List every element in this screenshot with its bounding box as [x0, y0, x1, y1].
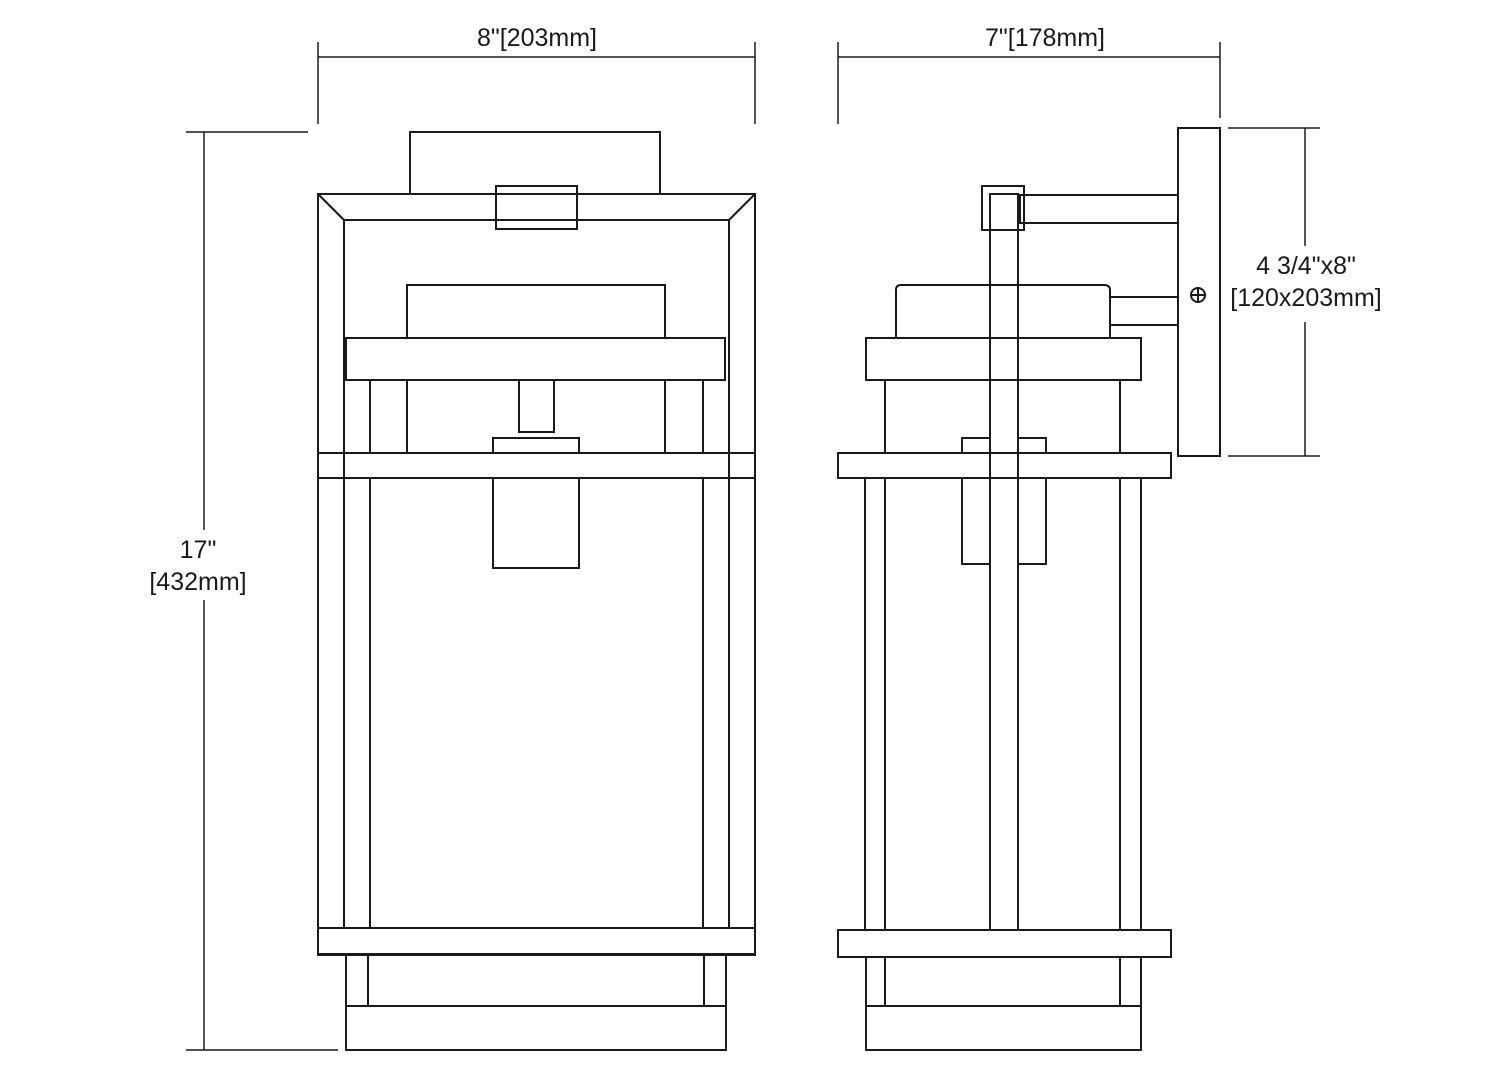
dimension-lines: [186, 42, 1320, 1051]
front-width-label: 8"[203mm]: [477, 24, 597, 52]
height-mm-label: [432mm]: [149, 568, 246, 596]
front-view: [317, 131, 756, 1051]
backplate-inches-label: 4 3/4"x8": [1256, 252, 1356, 280]
height-inches-label: 17": [180, 536, 217, 564]
side-depth-label: 7"[178mm]: [985, 24, 1105, 52]
backplate-mm-label: [120x203mm]: [1230, 284, 1381, 312]
side-view: [837, 127, 1221, 1051]
